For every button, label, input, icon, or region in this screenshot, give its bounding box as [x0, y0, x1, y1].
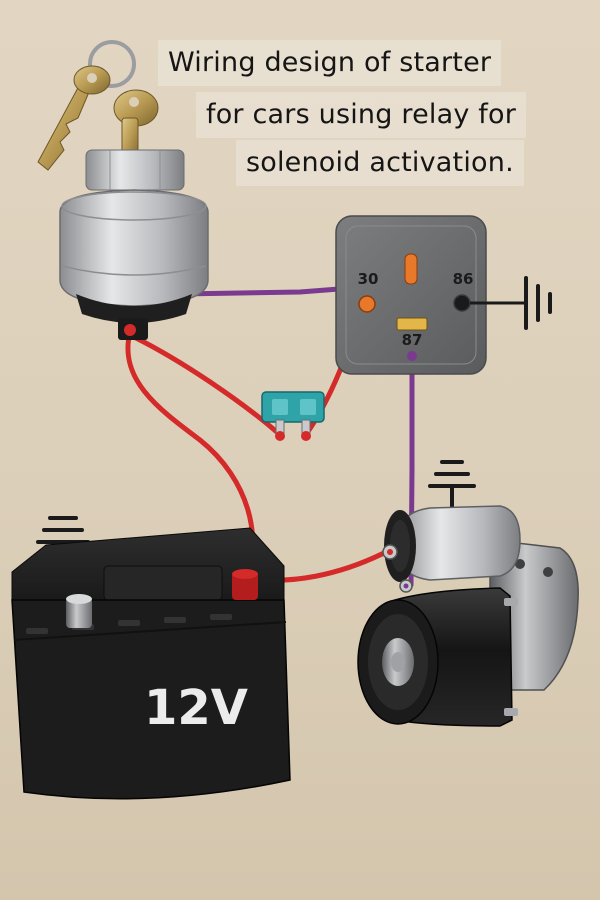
- switch-body: [59, 189, 209, 307]
- power-wire-ignition-to-fuse: [133, 335, 281, 436]
- battery-negative-terminal: [66, 598, 92, 628]
- relay-pin-85: [404, 253, 418, 285]
- signal-wire-ignition-to-relay: [177, 285, 355, 297]
- starter-solenoid: [397, 505, 521, 581]
- blade-fuse: [261, 391, 325, 441]
- switch-base: [76, 294, 192, 323]
- title-line-2: for cars using relay for: [196, 92, 527, 138]
- starter-motor: [357, 460, 579, 727]
- relay-pin-87-blade: [396, 317, 428, 331]
- relay-body: [335, 215, 487, 375]
- battery-body: [11, 599, 291, 800]
- relay-pin-30-label: 30: [358, 270, 379, 288]
- battery-positive-terminal: [232, 572, 258, 600]
- battery-voltage-label: 12V: [144, 680, 248, 736]
- relay-pin-86-label: 86: [453, 270, 474, 288]
- relay-pin-87: [407, 351, 417, 361]
- keyring: [88, 40, 136, 88]
- ignition-switch: [37, 40, 209, 340]
- battery: 12V: [11, 516, 291, 800]
- relay-pin-86: [453, 294, 471, 312]
- starter-housing: [489, 539, 579, 691]
- key-icon: [37, 65, 111, 171]
- ground-icon: [524, 276, 552, 330]
- relay-pin-87-label: 87: [402, 331, 423, 349]
- switch-nut: [85, 149, 185, 191]
- ground-icon: [428, 460, 476, 514]
- title-line-3: solenoid activation.: [236, 140, 524, 186]
- relay: 30 86 87: [335, 215, 524, 375]
- title-line-1: Wiring design of starter: [158, 40, 502, 86]
- relay-pin-30: [358, 295, 376, 313]
